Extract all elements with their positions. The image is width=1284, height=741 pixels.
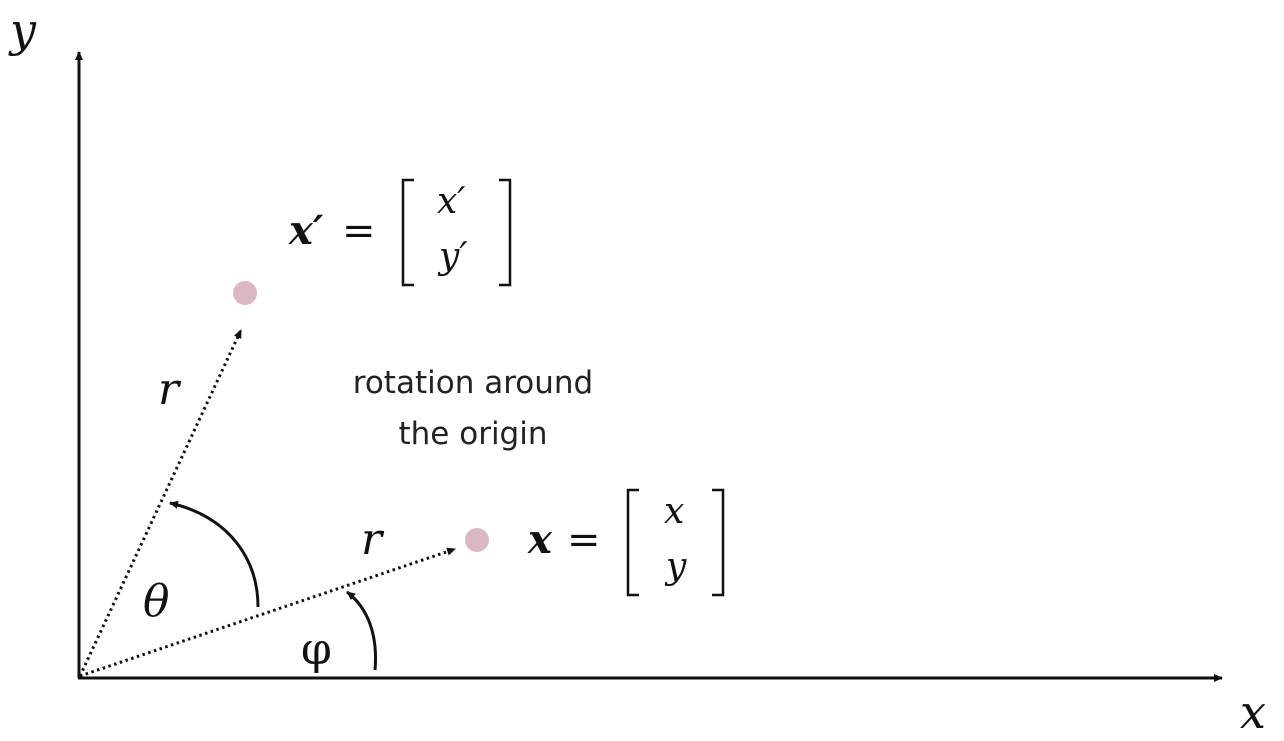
original-equals-sign: = bbox=[567, 517, 601, 563]
original-y-component: y bbox=[664, 546, 687, 587]
caption-line-1: rotation around bbox=[353, 365, 593, 401]
caption-line-2: the origin bbox=[399, 416, 548, 452]
rotated-x-component: x′ bbox=[437, 181, 465, 222]
theta-arc bbox=[169, 500, 260, 608]
theta-label: θ bbox=[143, 576, 170, 627]
original-vector-equation: x = x y bbox=[527, 488, 725, 597]
rotated-point bbox=[233, 281, 257, 305]
x-axis-label: x bbox=[1240, 685, 1266, 739]
rotated-vector-equation: x′ = x′ y′ bbox=[288, 178, 512, 287]
rotated-right-bracket bbox=[499, 178, 512, 287]
radius-vector-rotated bbox=[78, 329, 243, 677]
rotated-left-bracket bbox=[401, 178, 414, 287]
radius-label-rotated: r bbox=[158, 364, 182, 415]
original-right-bracket bbox=[712, 488, 725, 597]
original-left-bracket bbox=[626, 488, 639, 597]
original-vector-name: x bbox=[527, 516, 553, 563]
y-axis-label: y bbox=[8, 3, 37, 57]
phi-label: φ bbox=[301, 624, 332, 675]
original-point bbox=[465, 528, 489, 552]
rotated-equals-sign: = bbox=[342, 208, 376, 254]
rotated-vector-name: x′ bbox=[288, 207, 324, 254]
radius-vector-original bbox=[79, 547, 456, 678]
phi-arc bbox=[346, 590, 378, 671]
radius-label-original: r bbox=[361, 514, 385, 565]
rotated-y-component: y′ bbox=[437, 236, 468, 277]
original-x-component: x bbox=[664, 491, 684, 532]
